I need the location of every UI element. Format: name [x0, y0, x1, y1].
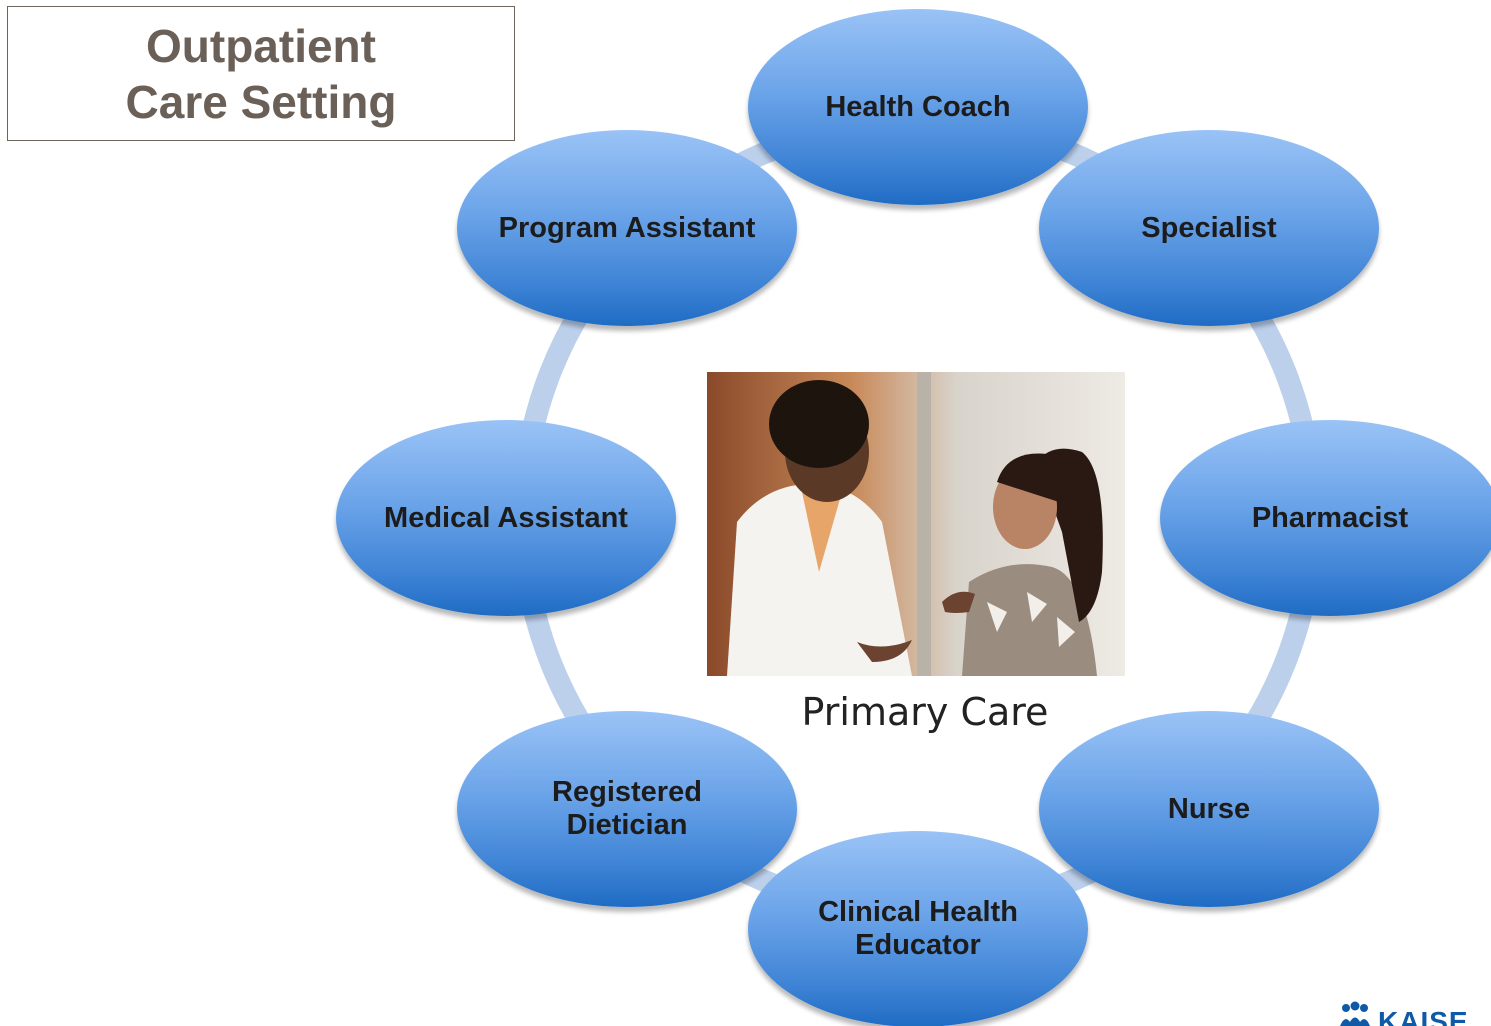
- title-box: Outpatient Care Setting: [7, 6, 515, 141]
- people-icon: [1340, 1001, 1370, 1026]
- node-program-assistant: Program Assistant: [457, 130, 797, 326]
- node-health-coach: Health Coach: [748, 9, 1088, 205]
- logo-text: KAISE: [1378, 1006, 1469, 1026]
- brand-logo: KAISE: [1338, 1000, 1491, 1026]
- node-pharmacist: Pharmacist: [1160, 420, 1491, 616]
- title-line-1: Outpatient: [146, 19, 376, 72]
- center-label: Primary Care: [801, 690, 1049, 734]
- node-nurse: Nurse: [1039, 711, 1379, 907]
- title-line-2: Care Setting: [125, 75, 397, 128]
- node-registered-dietician: Registered Dietician: [457, 711, 797, 907]
- node-clinical-health-educator: Clinical Health Educator: [748, 831, 1088, 1026]
- node-specialist: Specialist: [1039, 130, 1379, 326]
- node-medical-assistant: Medical Assistant: [336, 420, 676, 616]
- photo-doctor-and-patient: [707, 372, 1125, 676]
